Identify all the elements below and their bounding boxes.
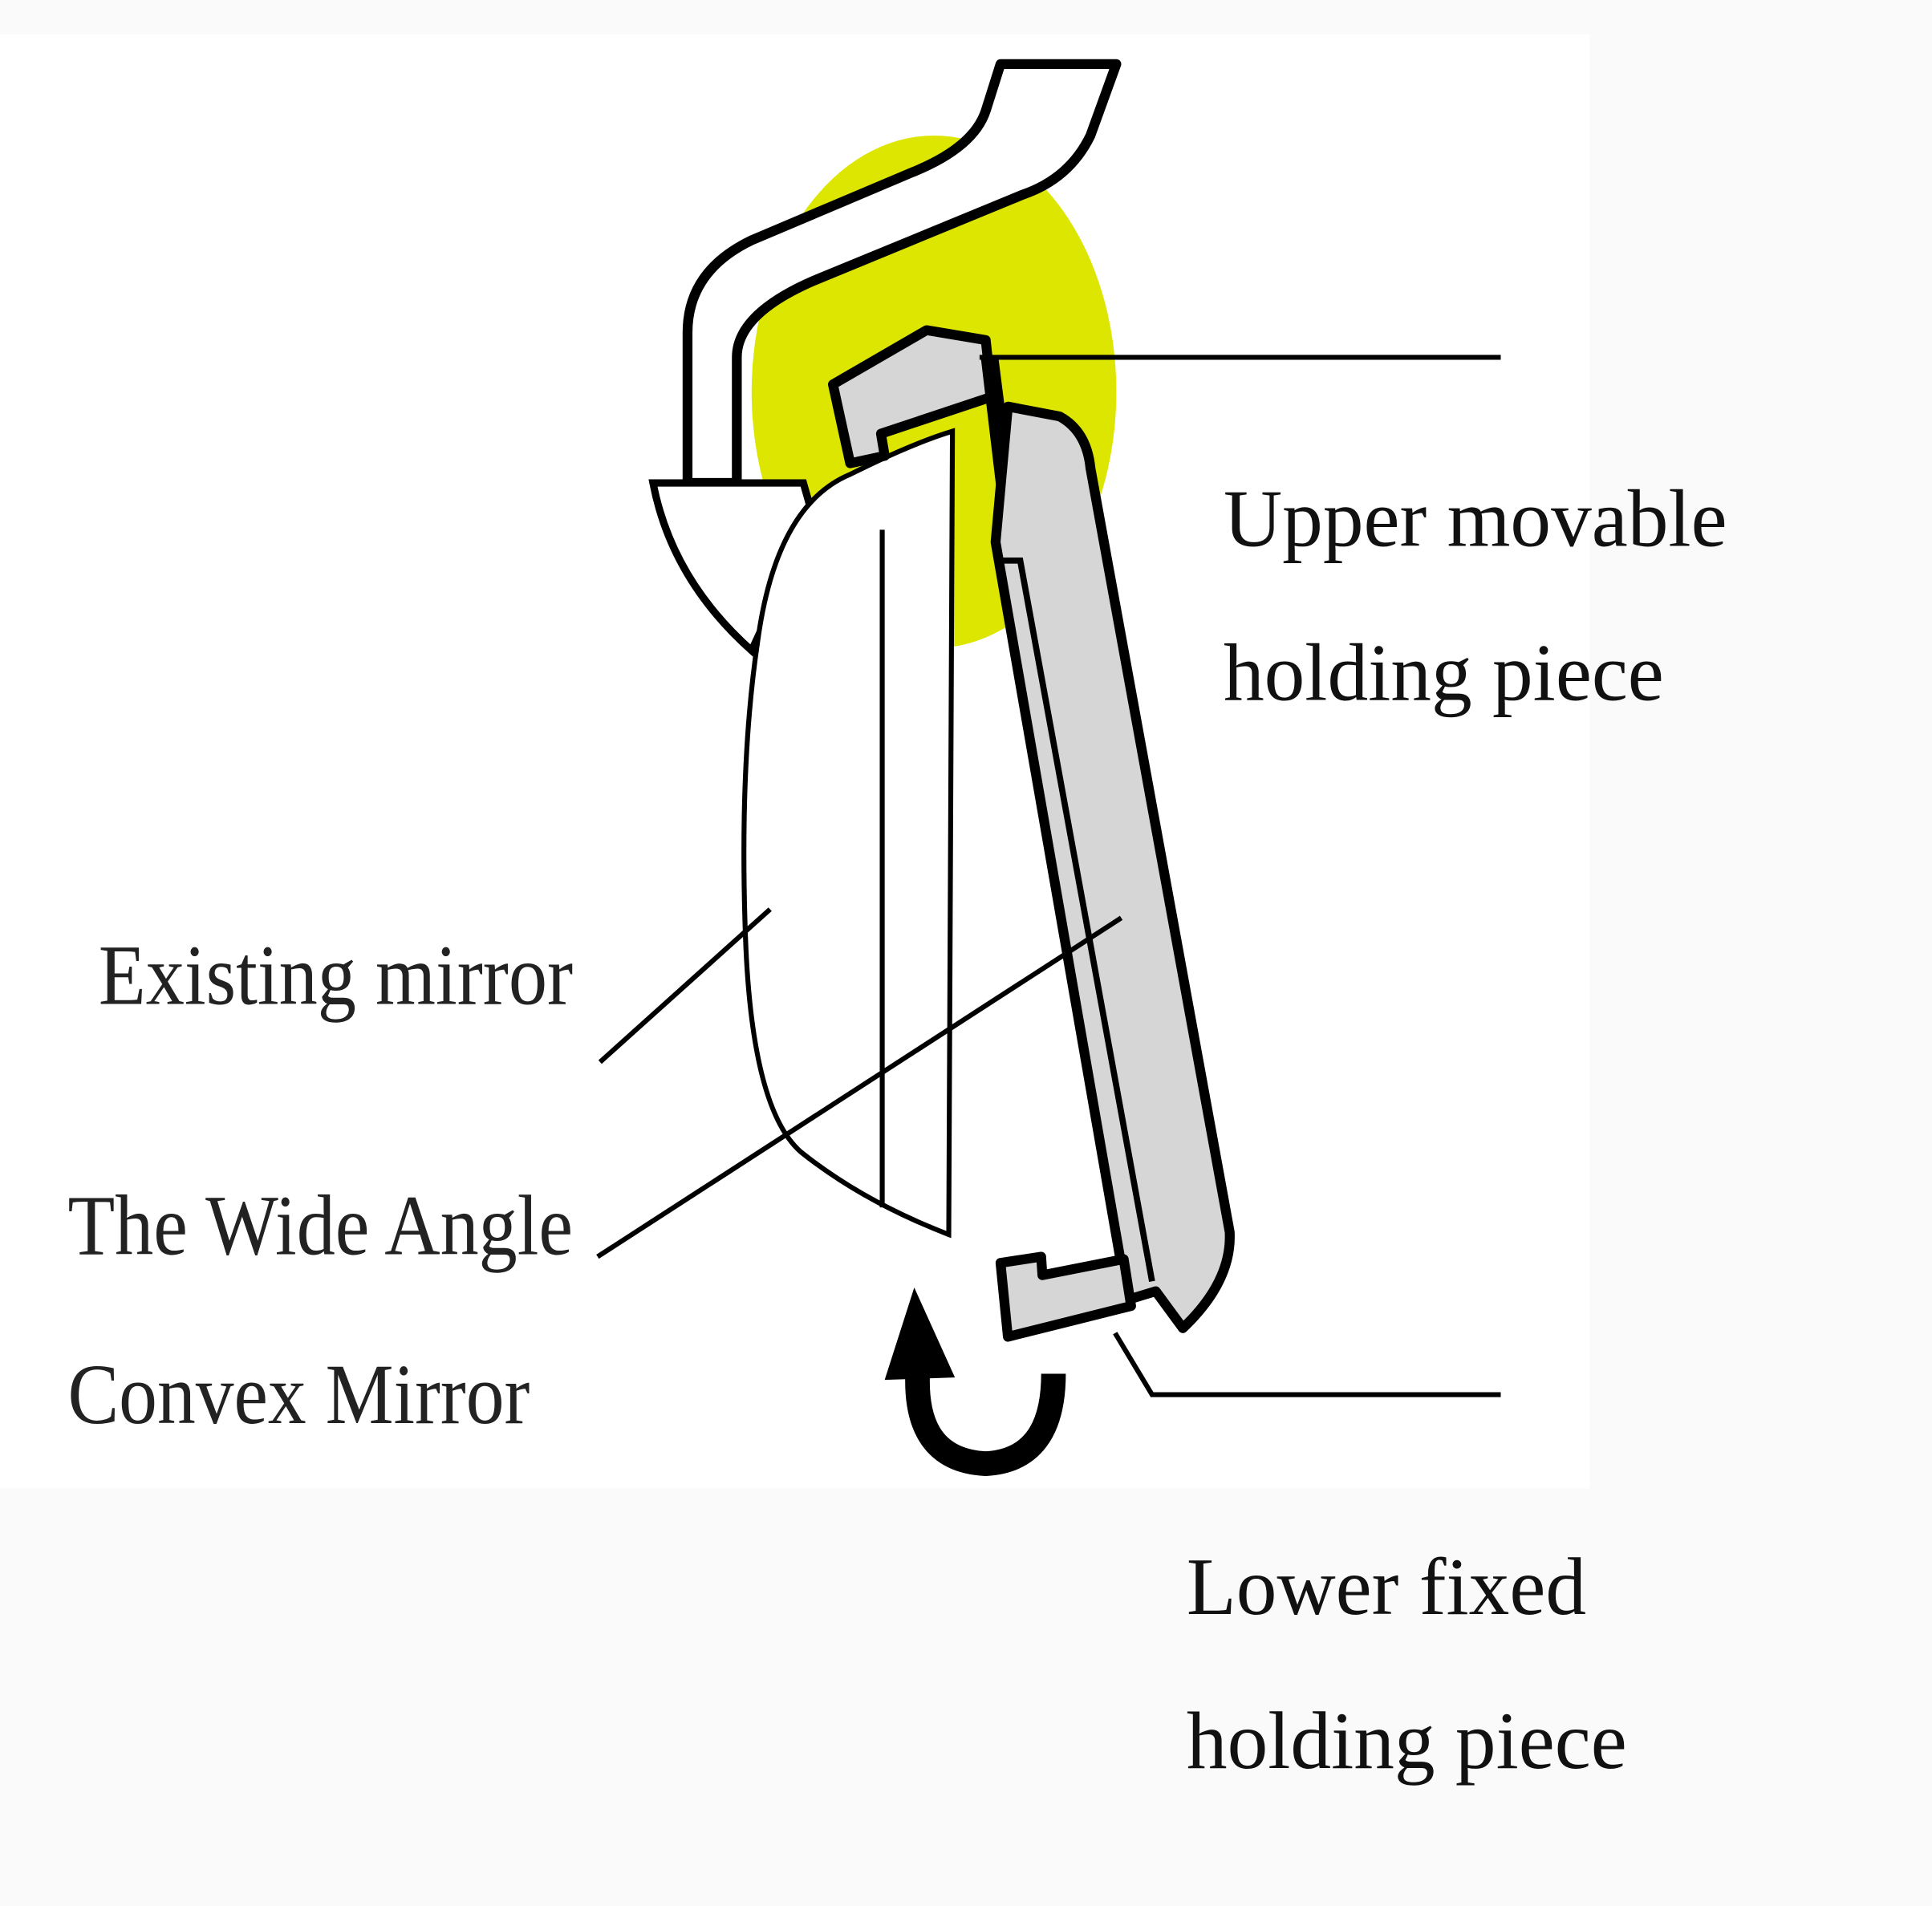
existing-mirror [741, 428, 956, 1239]
label-lower-line1: Lower fixed [1187, 1542, 1586, 1632]
label-lower-line2: holding piece [1187, 1696, 1627, 1786]
label-existing-mirror: Existing mirror [99, 928, 573, 1024]
label-upper-line1: Upper movable [1224, 473, 1727, 563]
upper-holding-piece [828, 325, 997, 468]
arm-base [648, 479, 818, 657]
mirror-arm [682, 59, 1122, 489]
rotate-arrow-icon [884, 1287, 1066, 1477]
leader-convex [596, 915, 1123, 1259]
convex-mirror-edge [1000, 557, 1155, 1283]
convex-mirror [990, 401, 1235, 1333]
label-wide-line1: The Wide Angle [67, 1178, 573, 1274]
lower-holding-piece [995, 1251, 1136, 1342]
label-upper-line2: holding piece [1224, 627, 1664, 717]
label-wide-line2: Convex Mirror [67, 1347, 530, 1442]
leader-lower [1113, 1332, 1501, 1397]
leader-existing [598, 907, 772, 1065]
